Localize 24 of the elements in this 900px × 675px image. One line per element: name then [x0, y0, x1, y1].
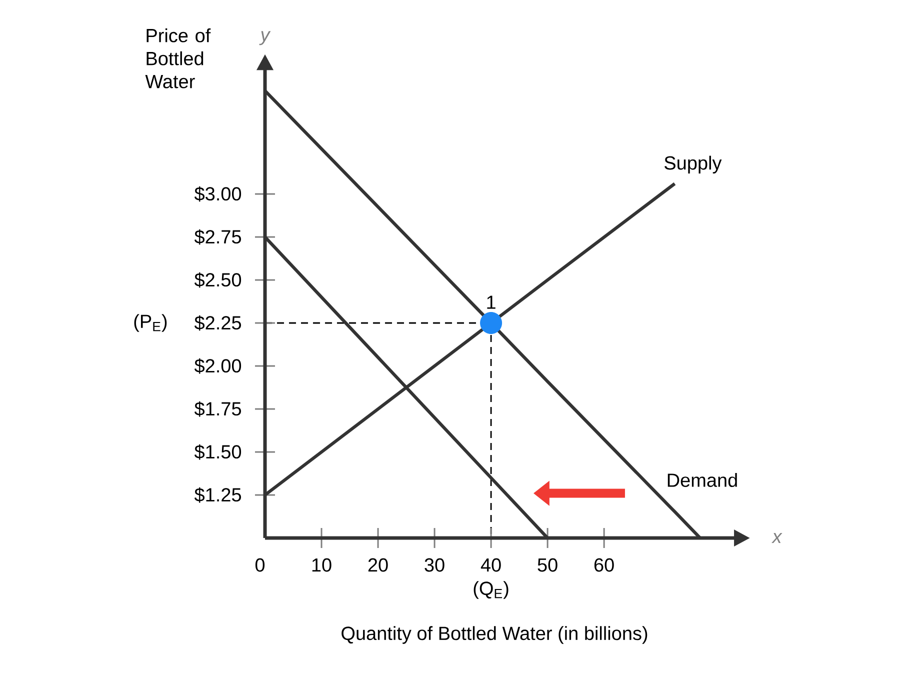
axis-title: Price of Bottled Water [145, 28, 211, 88]
axis-letter: y [259, 31, 271, 46]
tick-label: $2.25 [194, 315, 241, 331]
tick-label: $1.50 [194, 444, 242, 460]
line-label: Demand [668, 473, 737, 487]
line-label: Supply [664, 156, 722, 174]
tick-label: $2.50 [194, 272, 242, 288]
tick-label: $1.75 [194, 401, 241, 417]
tick-label: $1.25 [194, 487, 241, 503]
tick-label: 30 [424, 558, 444, 572]
axis-title: Quantity of Bottled Water (in billions) [342, 626, 648, 644]
tick-label: $2.75 [194, 229, 241, 245]
point-label: 1 [487, 296, 496, 309]
tick-label: 20 [368, 558, 388, 572]
axis-note: (P$_{E}$) [134, 314, 167, 332]
tick-label: 10 [312, 558, 332, 572]
tick-label: $2.00 [194, 358, 242, 374]
tick-label: 40 [480, 558, 501, 572]
tick-label: 50 [538, 558, 558, 572]
tick-label: 60 [594, 558, 614, 572]
tick-label: $3.00 [194, 186, 242, 202]
axis-note: (Q$_{E}$) [474, 581, 508, 599]
axis-letter: x [772, 532, 782, 544]
tick-label: 0 [255, 558, 265, 572]
